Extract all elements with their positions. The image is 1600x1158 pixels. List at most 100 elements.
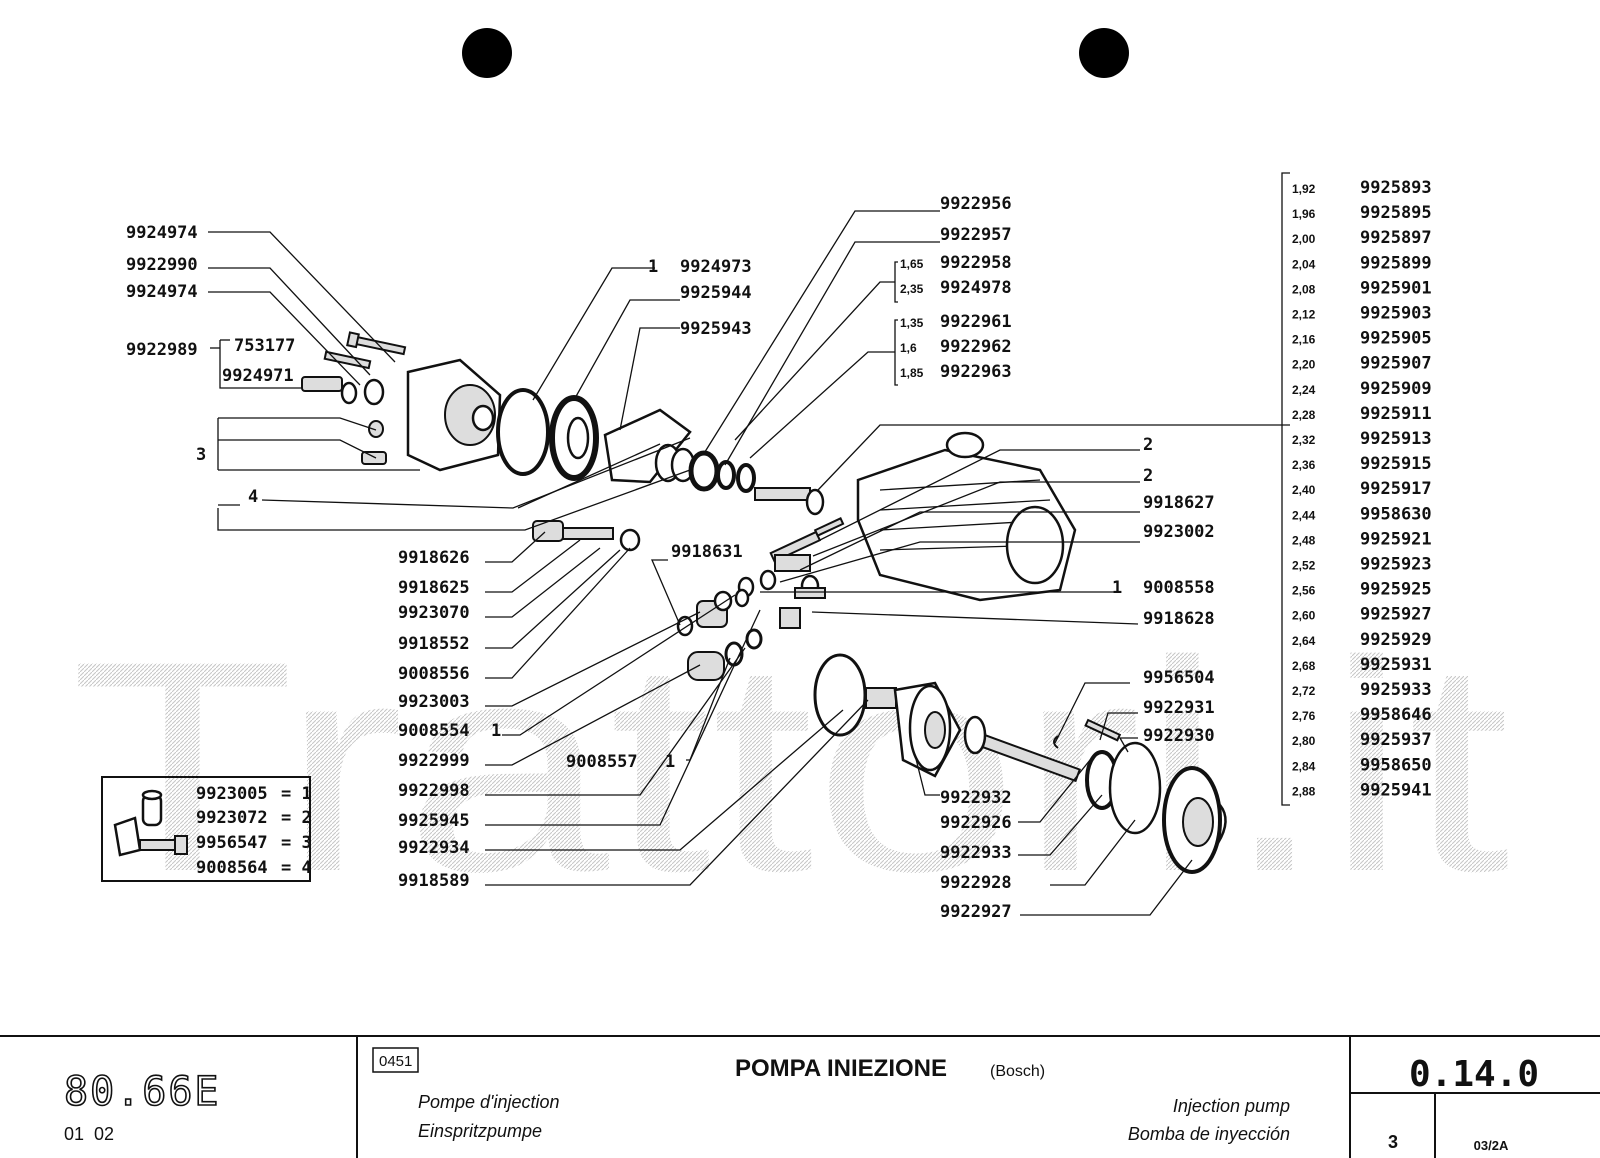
size-2-35: 2,35 (900, 282, 924, 296)
callout-9924974-a: 9924974 (126, 223, 198, 243)
shim-size-7: 2,20 (1292, 358, 1316, 372)
shim-size-15: 2,52 (1292, 559, 1316, 573)
callout-9922962: 9922962 (940, 337, 1012, 357)
shim-size-5: 2,12 (1292, 308, 1316, 322)
callout-9922932: 9922932 (940, 788, 1012, 808)
callout-2-a: 2 (1143, 435, 1153, 455)
shim-code-18: 9925929 (1360, 630, 1432, 650)
callout-9922990: 9922990 (126, 255, 198, 275)
footer-frame (0, 1035, 1600, 1158)
shim-code-10: 9925913 (1360, 429, 1432, 449)
punch-hole-right (1079, 28, 1129, 78)
kit-box-drawing: 9923005 = 1 9923072 = 2 9956547 = 3 9008… (101, 776, 312, 882)
callout-9922961: 9922961 (940, 312, 1012, 332)
callout-9924971: 9924971 (222, 366, 294, 386)
shim-size-21: 2,76 (1292, 709, 1316, 723)
callout-9923002: 9923002 (1143, 522, 1215, 542)
shim-size-10: 2,32 (1292, 433, 1316, 447)
footer-title-de: Einspritzpumpe (418, 1121, 542, 1141)
footer-title-en: Injection pump (1173, 1096, 1290, 1116)
footer-model-sub: 01 02 (64, 1124, 114, 1144)
callout-9925944: 9925944 (680, 283, 752, 303)
shim-size-3: 2,04 (1292, 257, 1316, 271)
footer-code-box: 0451 (379, 1053, 412, 1070)
shim-code-9: 9925911 (1360, 404, 1432, 424)
shim-code-24: 9925941 (1360, 780, 1432, 800)
footer-title: POMPA INIEZIONE (735, 1055, 947, 1082)
callout-9008554-num: 1 (491, 721, 501, 741)
callout-9922958: 9922958 (940, 253, 1012, 273)
callout-9922933: 9922933 (940, 843, 1012, 863)
callout-9922930: 9922930 (1143, 726, 1215, 746)
shim-code-1: 9925895 (1360, 203, 1432, 223)
shim-size-23: 2,84 (1292, 759, 1316, 773)
footer-title-fr: Pompe d'injection (418, 1092, 560, 1112)
callouts-center-left: 9918626 9918625 9923070 9918552 9008556 … (398, 548, 501, 891)
callout-9918626: 9918626 (398, 548, 470, 568)
callout-9918552: 9918552 (398, 634, 470, 654)
callout-9925943: 9925943 (680, 319, 752, 339)
shim-code-13: 9958630 (1360, 504, 1432, 524)
callout-9008558: 9008558 (1143, 578, 1215, 598)
callout-3: 3 (196, 445, 206, 465)
shim-code-23: 9958650 (1360, 755, 1432, 775)
shim-code-8: 9925909 (1360, 379, 1432, 399)
callout-9922998: 9922998 (398, 781, 470, 801)
shim-code-11: 9925915 (1360, 454, 1432, 474)
shim-size-0: 1,92 (1292, 182, 1316, 196)
shim-code-14: 9925921 (1360, 529, 1432, 549)
callout-1-9924973-num: 1 (648, 257, 658, 277)
shim-size-18: 2,64 (1292, 634, 1316, 648)
shim-size-9: 2,28 (1292, 408, 1316, 422)
callout-9925945: 9925945 (398, 811, 470, 831)
shim-size-12: 2,40 (1292, 483, 1316, 497)
shim-size-20: 2,72 (1292, 684, 1316, 698)
callout-9924974-b: 9924974 (126, 282, 198, 302)
footer-title-brand: (Bosch) (990, 1063, 1045, 1080)
shim-size-1: 1,96 (1292, 207, 1316, 221)
size-1-85: 1,85 (900, 366, 924, 380)
callout-9918589: 9918589 (398, 871, 470, 891)
callout-9008558-num: 1 (1112, 578, 1122, 598)
callout-9922926: 9922926 (940, 813, 1012, 833)
leader-lines (208, 172, 1290, 916)
shim-table: 1,92 9925893 1,96 9925895 2,00 9925897 2,04 992… (1292, 178, 1432, 800)
shim-code-15: 9925923 (1360, 555, 1432, 575)
callout-9922931: 9922931 (1143, 698, 1215, 718)
shim-size-22: 2,80 (1292, 734, 1316, 748)
footer-model: 80.66E (64, 1069, 221, 1115)
shim-code-12: 9925917 (1360, 479, 1432, 499)
callouts-lower-right: 9956504 9922931 9922930 9922932 9922926 … (940, 668, 1215, 922)
shim-size-4: 2,08 (1292, 282, 1316, 296)
shim-size-14: 2,48 (1292, 533, 1316, 547)
shim-code-6: 9925905 (1360, 329, 1432, 349)
shim-size-19: 2,68 (1292, 659, 1316, 673)
shim-code-21: 9958646 (1360, 705, 1432, 725)
parts-drawing (301, 331, 1227, 874)
shim-size-8: 2,24 (1292, 383, 1316, 397)
callout-9918627: 9918627 (1143, 493, 1215, 513)
shim-size-13: 2,44 (1292, 508, 1316, 522)
callout-9922957: 9922957 (940, 225, 1012, 245)
shim-code-7: 9925907 (1360, 354, 1432, 374)
size-1-65: 1,65 (900, 257, 924, 271)
callout-9918631: 9918631 (671, 542, 743, 562)
callout-9922928: 9922928 (940, 873, 1012, 893)
size-1-6: 1,6 (900, 341, 917, 355)
callout-9956504: 9956504 (1143, 668, 1215, 688)
shim-code-0: 9925893 (1360, 178, 1432, 198)
callout-9008557-num: 1 (665, 752, 675, 772)
shim-code-4: 9925901 (1360, 278, 1432, 298)
shim-size-2: 2,00 (1292, 232, 1316, 246)
shim-code-2: 9925897 (1360, 228, 1432, 248)
callout-4: 4 (248, 487, 258, 507)
callout-9924978: 9924978 (940, 278, 1012, 298)
kit-code-1: 9923005 (196, 784, 268, 804)
callout-9922927: 9922927 (940, 902, 1012, 922)
size-1-35: 1,35 (900, 316, 924, 330)
kit-code-4: 9008564 (196, 858, 268, 878)
shim-code-3: 9925899 (1360, 253, 1432, 273)
callout-9922963: 9922963 (940, 362, 1012, 382)
shim-size-6: 2,16 (1292, 333, 1316, 347)
kit-code-2: 9923072 (196, 808, 268, 828)
